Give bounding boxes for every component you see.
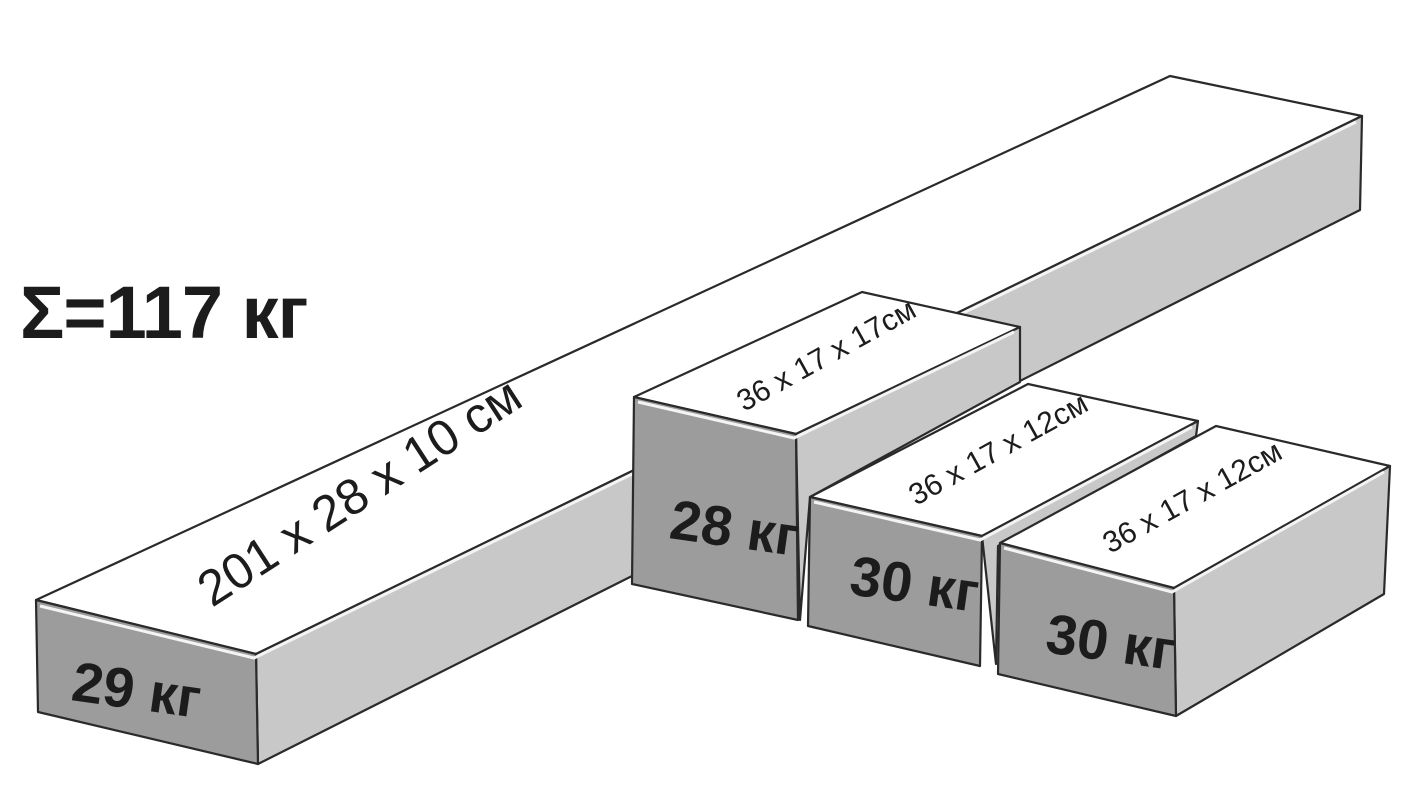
long-beam-front-face (34, 598, 260, 766)
package-box-middle: 36 x 17 x 12см 30 кг (806, 382, 1200, 668)
package-box-front: 36 x 17 x 12см 30 кг (996, 424, 1392, 718)
total-weight-label: Σ=117 кг (20, 271, 307, 354)
box-middle-front-face (806, 495, 984, 668)
package-box-tall: 36 x 17 x 17см 28 кг (630, 290, 1022, 622)
box-tall-front-face (630, 395, 800, 622)
box-tall-side-face (794, 325, 1022, 622)
box-front-front-face (996, 541, 1178, 718)
